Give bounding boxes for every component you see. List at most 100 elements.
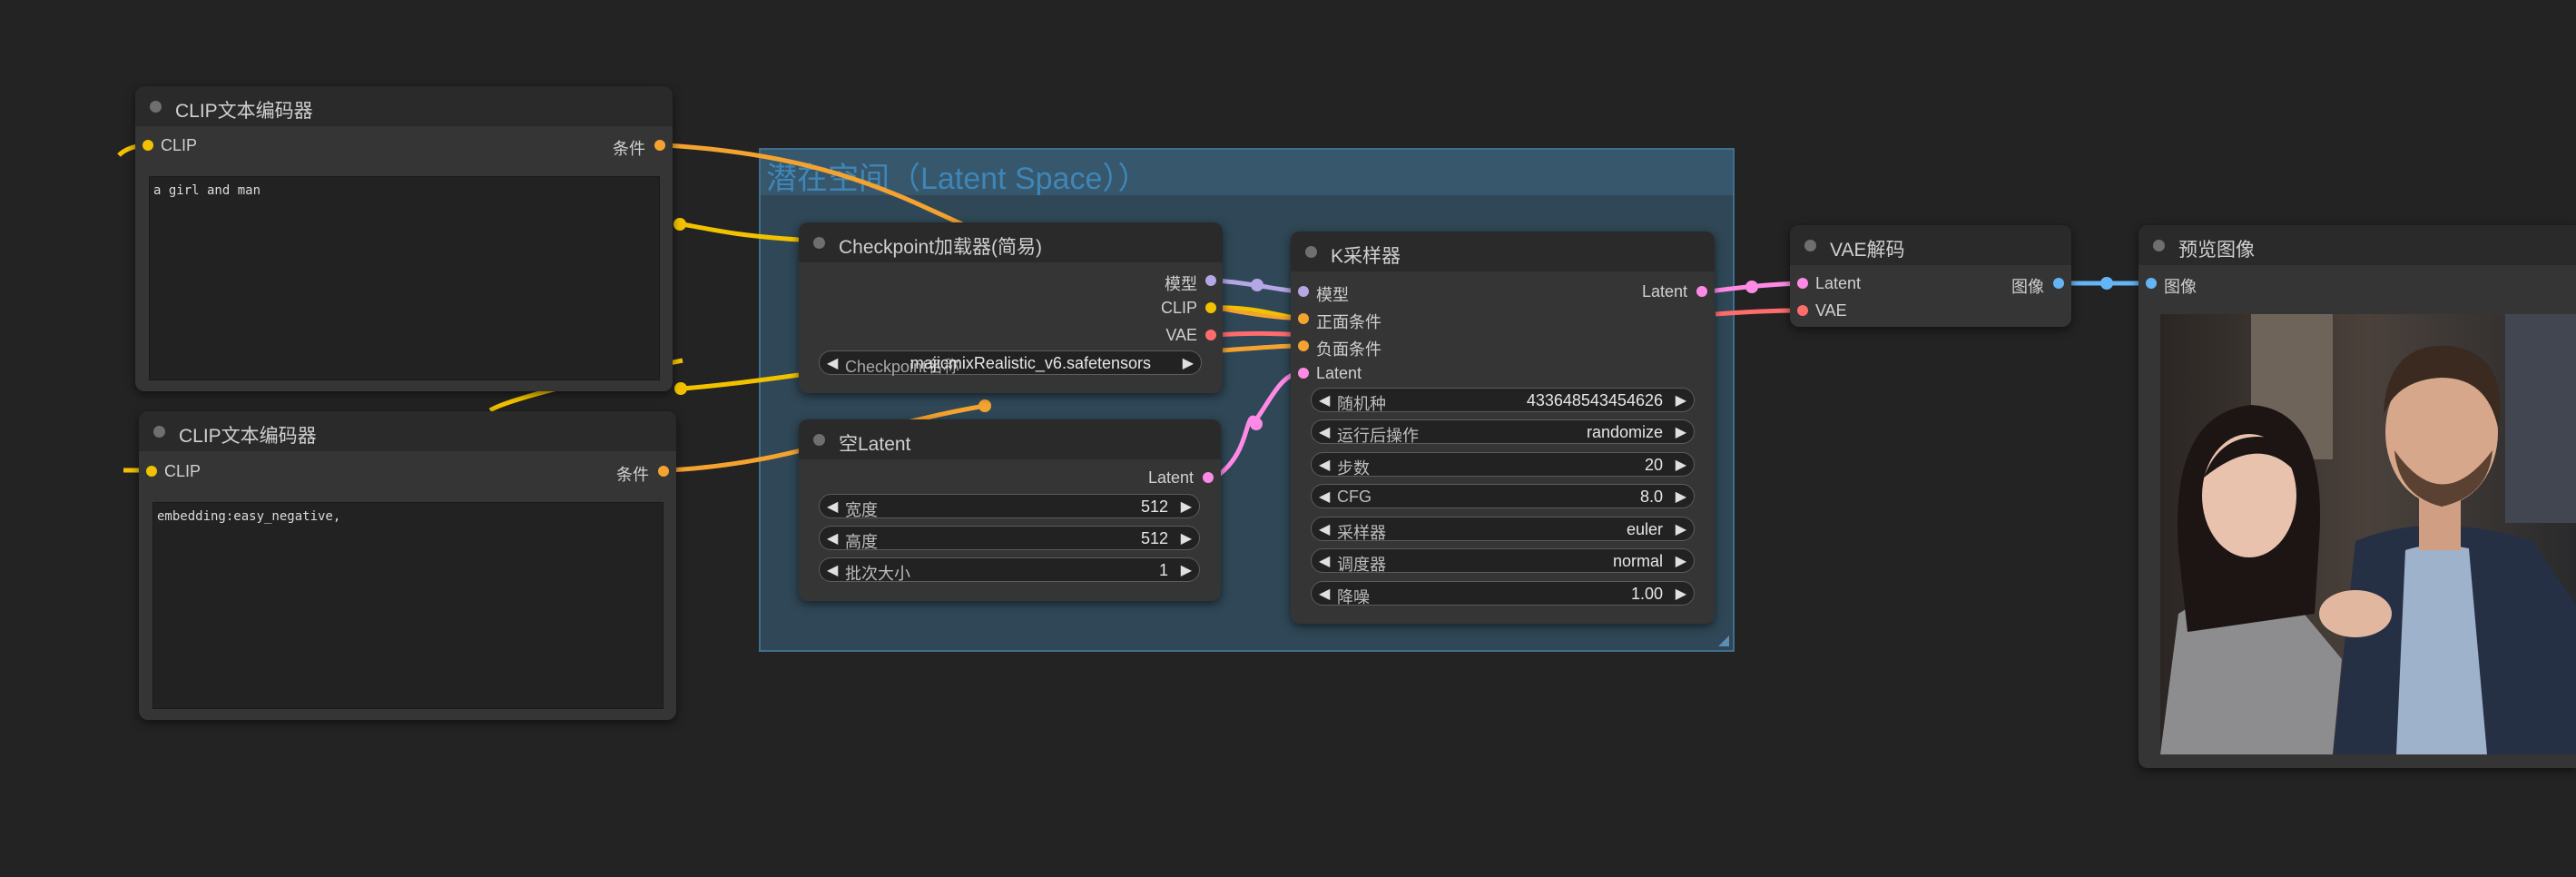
- node-header[interactable]: Checkpoint加载器(简易): [799, 222, 1223, 262]
- vae-input-label: VAE: [1815, 301, 1847, 320]
- node-header[interactable]: K采样器: [1291, 232, 1715, 271]
- right-arrow-icon[interactable]: ▶: [1675, 522, 1686, 537]
- node-header[interactable]: CLIP文本编码器: [135, 86, 673, 126]
- model-output-port[interactable]: [1205, 275, 1216, 286]
- node-title: 预览图像: [2178, 240, 2255, 261]
- conditioning-output-port[interactable]: [658, 466, 669, 477]
- node-header[interactable]: 空Latent: [799, 419, 1221, 459]
- prompt-textarea[interactable]: embedding:easy_negative,: [152, 502, 664, 709]
- positive-input-port[interactable]: [1298, 313, 1309, 324]
- denoise-widget[interactable]: ◀ 降噪 1.00 ▶: [1311, 581, 1695, 606]
- image-output-port[interactable]: [2053, 278, 2064, 289]
- node-header[interactable]: CLIP文本编码器: [139, 411, 676, 451]
- model-output-label: 模型: [1165, 275, 1197, 293]
- widget-value: randomize: [1586, 423, 1663, 441]
- clip-input-label: CLIP: [161, 136, 198, 154]
- node-header[interactable]: 预览图像: [2138, 225, 2576, 265]
- wire-reroute-dot: [674, 382, 687, 395]
- right-arrow-icon[interactable]: ▶: [1675, 489, 1686, 505]
- width-widget[interactable]: ◀ 宽度 512 ▶: [819, 494, 1200, 519]
- wire-reroute-dot: [2100, 277, 2113, 290]
- widget-label: 宽度: [845, 501, 878, 519]
- left-arrow-icon[interactable]: ◀: [827, 356, 839, 371]
- right-arrow-icon[interactable]: ▶: [1675, 586, 1686, 602]
- vae-output-port[interactable]: [1205, 330, 1216, 340]
- height-widget[interactable]: ◀ 高度 512 ▶: [819, 526, 1200, 551]
- node-status-dot[interactable]: [1804, 240, 1816, 251]
- left-arrow-icon[interactable]: ◀: [1319, 586, 1331, 602]
- image-output-label: 图像: [2011, 278, 2044, 296]
- clip-text-encode-positive-node[interactable]: CLIP文本编码器 CLIP 条件 a girl and man: [135, 86, 673, 391]
- widget-value: normal: [1612, 552, 1663, 570]
- widget-value: 20: [1644, 456, 1663, 474]
- widget-value: majicmixRealistic_v6.safetensors: [909, 354, 1151, 372]
- scheduler-widget[interactable]: ◀ 调度器 normal ▶: [1311, 548, 1695, 574]
- node-status-dot[interactable]: [150, 101, 162, 113]
- cfg-widget[interactable]: ◀ CFG 8.0 ▶: [1311, 484, 1695, 508]
- latent-input-label: Latent: [1815, 274, 1862, 292]
- model-input-port[interactable]: [1298, 286, 1309, 297]
- steps-widget[interactable]: ◀ 步数 20 ▶: [1311, 452, 1695, 478]
- left-arrow-icon[interactable]: ◀: [1319, 489, 1331, 505]
- node-status-dot[interactable]: [813, 434, 825, 446]
- latent-output-port[interactable]: [1696, 286, 1707, 297]
- node-title: K采样器: [1331, 246, 1401, 267]
- checkpoint-loader-node[interactable]: Checkpoint加载器(简易) 模型 CLIP VAE ◀ Checkpoi…: [799, 222, 1223, 393]
- node-status-dot[interactable]: [153, 426, 165, 438]
- sampler-name-widget[interactable]: ◀ 采样器 euler ▶: [1311, 517, 1695, 542]
- right-arrow-icon[interactable]: ▶: [1180, 499, 1192, 515]
- ksampler-node[interactable]: K采样器 模型 Latent 正面条件 负面条件 Latent ◀ 随机种 43…: [1291, 232, 1715, 624]
- node-status-dot[interactable]: [1305, 246, 1317, 258]
- clip-input-port[interactable]: [143, 140, 153, 151]
- vae-input-port[interactable]: [1797, 305, 1808, 316]
- widget-label: 采样器: [1337, 524, 1386, 542]
- model-input-label: 模型: [1316, 286, 1349, 304]
- image-input-port[interactable]: [2146, 278, 2157, 289]
- prompt-textarea[interactable]: a girl and man: [149, 176, 660, 380]
- clip-input-label: CLIP: [164, 462, 202, 480]
- right-arrow-icon[interactable]: ▶: [1675, 458, 1686, 473]
- widget-label: 随机种: [1337, 395, 1386, 413]
- batch-size-widget[interactable]: ◀ 批次大小 1 ▶: [819, 557, 1200, 583]
- widget-value: 433648543454626: [1526, 391, 1663, 409]
- right-arrow-icon[interactable]: ▶: [1180, 563, 1192, 578]
- widget-value: euler: [1626, 520, 1663, 538]
- left-arrow-icon[interactable]: ◀: [1319, 522, 1331, 537]
- negative-input-port[interactable]: [1298, 340, 1309, 351]
- left-arrow-icon[interactable]: ◀: [1319, 554, 1331, 569]
- group-resize-handle[interactable]: [1718, 636, 1729, 646]
- node-header[interactable]: VAE解码: [1790, 225, 2071, 265]
- preview-image[interactable]: [2160, 314, 2576, 754]
- right-arrow-icon[interactable]: ▶: [1675, 425, 1686, 440]
- left-arrow-icon[interactable]: ◀: [827, 531, 839, 547]
- vae-decode-node[interactable]: VAE解码 Latent 图像 VAE: [1790, 225, 2071, 327]
- seed-widget[interactable]: ◀ 随机种 433648543454626 ▶: [1311, 388, 1695, 413]
- latent-output-port[interactable]: [1203, 472, 1214, 483]
- right-arrow-icon[interactable]: ▶: [1675, 393, 1686, 409]
- right-arrow-icon[interactable]: ▶: [1675, 554, 1686, 569]
- control-after-generate-widget[interactable]: ◀ 运行后操作 randomize ▶: [1311, 419, 1695, 445]
- left-arrow-icon[interactable]: ◀: [1319, 458, 1331, 473]
- node-status-dot[interactable]: [813, 237, 825, 249]
- widget-value: 1.00: [1630, 585, 1663, 603]
- empty-latent-node[interactable]: 空Latent Latent ◀ 宽度 512 ▶ ◀ 高度 512 ▶ ◀ 批…: [799, 419, 1221, 601]
- preview-image-node[interactable]: 预览图像 图像: [2138, 225, 2576, 768]
- left-arrow-icon[interactable]: ◀: [1319, 393, 1331, 409]
- right-arrow-icon[interactable]: ▶: [1180, 531, 1192, 547]
- latent-output-label: Latent: [1641, 282, 1687, 301]
- right-arrow-icon[interactable]: ▶: [1182, 356, 1194, 371]
- node-status-dot[interactable]: [2153, 240, 2165, 251]
- positive-input-label: 正面条件: [1316, 313, 1381, 331]
- left-arrow-icon[interactable]: ◀: [827, 499, 839, 515]
- clip-output-port[interactable]: [1205, 302, 1216, 313]
- node-title: Checkpoint加载器(简易): [839, 237, 1043, 258]
- left-arrow-icon[interactable]: ◀: [1319, 425, 1331, 440]
- clip-text-encode-negative-node[interactable]: CLIP文本编码器 CLIP 条件 embedding:easy_negativ…: [139, 411, 676, 720]
- latent-input-port[interactable]: [1797, 278, 1808, 289]
- clip-input-port[interactable]: [146, 466, 157, 477]
- latent-input-port[interactable]: [1298, 368, 1309, 379]
- conditioning-output-label: 条件: [616, 466, 649, 484]
- conditioning-output-port[interactable]: [654, 140, 665, 151]
- checkpoint-name-combo[interactable]: ◀ Checkpoint名称 majicmixRealistic_v6.safe…: [819, 350, 1202, 376]
- left-arrow-icon[interactable]: ◀: [827, 563, 839, 578]
